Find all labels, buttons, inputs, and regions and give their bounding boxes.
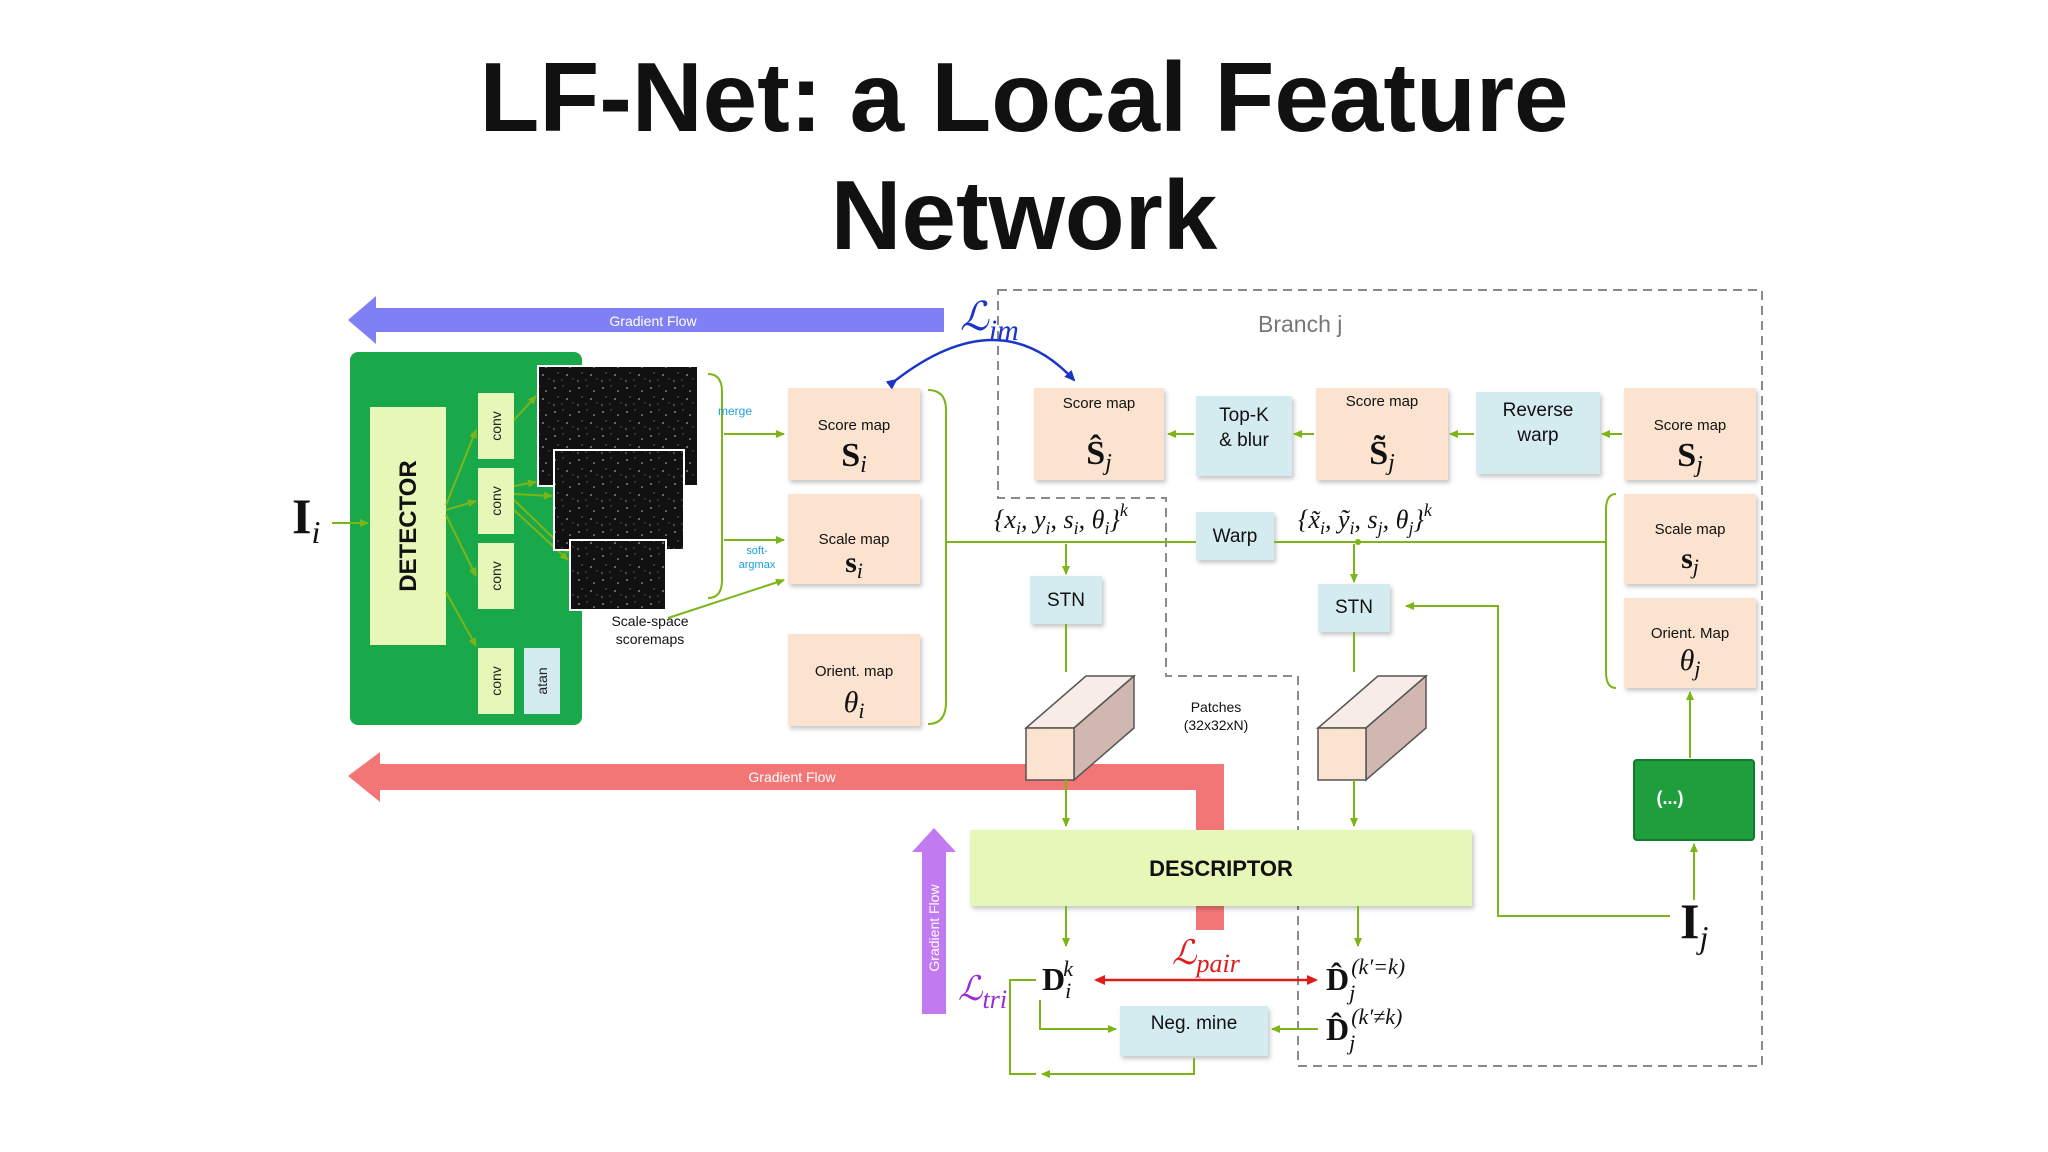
gradient-flow-red-arrow (348, 752, 1224, 930)
conv-box-2 (478, 468, 514, 534)
score-map-hat-j-label: Score map (1063, 395, 1136, 412)
orient-map-j-symbol: θj (1680, 644, 1701, 681)
patches-label-1: Patches (1191, 699, 1242, 715)
conv-label-3: conv (488, 561, 504, 591)
scale-map-i-symbol: si (845, 546, 863, 583)
branch-j-bracket (1605, 493, 1617, 689)
detector-label: DETECTOR (395, 460, 422, 592)
gradient-flow-top-arrow (348, 296, 944, 344)
score-map-j-symbol: Sj (1677, 437, 1703, 478)
softargmax-label-2: argmax (739, 559, 776, 571)
scale-map-i (788, 494, 920, 584)
ellipsis-label: (...) (1657, 788, 1684, 808)
topk-label-1: Top-K (1219, 405, 1269, 426)
stn-label-i: STN (1047, 590, 1085, 611)
stn-box-j (1318, 584, 1390, 632)
descriptor-label: DESCRIPTOR (1149, 856, 1293, 881)
warp-box (1196, 512, 1274, 560)
keypoints-i: {xi, yi, si, θi}k (994, 500, 1129, 538)
scale-space-label-2: scoremaps (616, 631, 684, 647)
page-title: LF-Net: a Local Feature Network (0, 38, 2048, 274)
keypoints-j: {x̃i, ỹi, sj, θj}k (1298, 500, 1433, 538)
score-map-hat-j-symbol: Ŝj (1086, 434, 1112, 476)
conv-label-4: conv (488, 666, 504, 696)
orient-map-i (788, 634, 920, 726)
reverse-warp-label-1: Reverse (1503, 400, 1574, 421)
orient-map-i-label: Orient. map (815, 663, 893, 680)
score-map-i-symbol: Si (841, 437, 867, 478)
reverse-warp-box (1476, 392, 1600, 474)
title-line-2: Network (830, 160, 1218, 270)
score-map-tilde-j-symbol: S̃j (1369, 434, 1395, 476)
conv-label-2: conv (488, 486, 504, 516)
gradient-flow-vertical-arrow (912, 828, 956, 1014)
branch-j-border (997, 289, 1763, 1067)
scale-map-j (1624, 494, 1756, 584)
softargmax-label-1: soft- (746, 545, 768, 557)
gradient-flow-top-label: Gradient Flow (609, 313, 697, 329)
gradient-flow-vertical-label: Gradient Flow (926, 884, 942, 972)
orient-map-i-symbol: θi (844, 686, 865, 723)
input-j: Ij (1680, 893, 1708, 955)
score-map-tilde-j (1316, 388, 1448, 480)
loss-pair: ℒpair (1172, 935, 1241, 978)
loss-im-arrow (885, 338, 1076, 390)
conv-label-1: conv (488, 411, 504, 441)
branch-j-label: Branch j (1258, 311, 1342, 337)
orient-map-j-label: Orient. Map (1651, 625, 1729, 642)
merge-bracket (707, 373, 723, 599)
scoremap-3 (569, 539, 667, 611)
stn-box-i (1030, 576, 1102, 624)
title-line-1: LF-Net: a Local Feature (479, 42, 1569, 152)
descriptor-j-neg: D̂j(k′≠k) (1326, 1004, 1402, 1055)
neg-mine-box (1120, 1006, 1268, 1056)
orient-map-j (1624, 598, 1756, 688)
neg-mine-label: Neg. mine (1151, 1013, 1238, 1034)
loss-tri: ℒtri (958, 971, 1007, 1014)
branch-i-bracket (927, 389, 947, 725)
gradient-flow-red-label: Gradient Flow (748, 769, 836, 785)
scale-map-i-label: Scale map (819, 531, 890, 548)
patch-cuboid-i (1023, 674, 1137, 782)
score-map-hat-j (1034, 388, 1164, 480)
score-map-j-label: Score map (1654, 417, 1727, 434)
conv-box-1 (478, 393, 514, 459)
reverse-warp-label-2: warp (1516, 425, 1558, 446)
topk-box (1196, 396, 1292, 476)
topk-label-2: & blur (1219, 430, 1269, 451)
scoremap-2 (553, 449, 685, 551)
conv-box-4 (478, 648, 514, 714)
descriptor-box (970, 830, 1472, 906)
scale-map-j-label: Scale map (1655, 521, 1726, 538)
score-map-tilde-j-label: Score map (1346, 393, 1419, 410)
triplet-bracket (1009, 979, 1036, 1075)
merge-label: merge (718, 404, 752, 418)
score-map-j (1624, 388, 1756, 480)
patch-cuboid-j (1315, 674, 1429, 782)
descriptor-j-pos: D̂j(k′=k) (1326, 954, 1405, 1005)
stn-label-j: STN (1335, 597, 1373, 618)
atan-box (524, 648, 560, 714)
atan-label: atan (534, 667, 550, 694)
input-i: Ii (292, 488, 320, 550)
input-j-to-stn (1405, 602, 1670, 917)
score-map-i (788, 388, 920, 480)
scale-map-j-symbol: sj (1681, 542, 1699, 579)
ellipsis-box (1633, 759, 1755, 841)
patches-label-2: (32x32xN) (1184, 717, 1249, 733)
loss-im: ℒim (960, 294, 1019, 347)
score-map-i-label: Score map (818, 417, 891, 434)
descriptor-i: Dik (1042, 956, 1074, 1003)
conv-box-3 (478, 543, 514, 609)
detector-box (370, 407, 446, 645)
warp-label: Warp (1213, 526, 1258, 547)
